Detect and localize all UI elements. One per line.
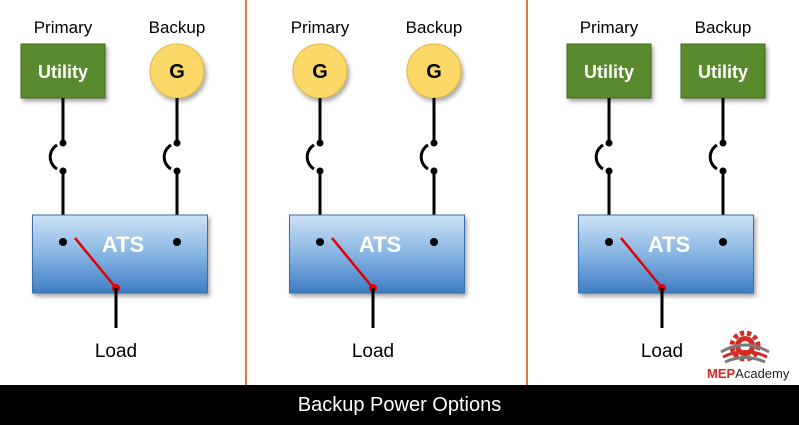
backup-breaker-arc: [708, 143, 718, 171]
backup-label: Backup: [149, 18, 206, 37]
primary-breaker-contact-top: [316, 139, 324, 147]
primary-label: Primary: [34, 18, 93, 37]
logo-academy-text: Academy: [735, 366, 790, 381]
ats-backup-contact: [719, 238, 727, 246]
primary-breaker-arc: [48, 143, 58, 171]
ats-primary-contact: [605, 238, 613, 246]
logo-mep-text: MEP: [707, 366, 736, 381]
gear-icon: [720, 330, 770, 364]
load-label: Load: [641, 341, 683, 362]
svg-text:MEPAcademy: MEPAcademy: [707, 366, 790, 381]
backup-breaker-arc: [419, 143, 429, 171]
ats-switch-arm: [331, 237, 374, 289]
ats-switch-arm: [620, 237, 663, 289]
primary-utility-label: Utility: [38, 62, 88, 82]
backup-breaker-arc: [162, 143, 172, 171]
backup-breaker-contact-top: [719, 139, 727, 147]
ats-backup-contact: [430, 238, 438, 246]
footer-title: Backup Power Options: [297, 393, 502, 416]
ats-label: ATS: [102, 232, 144, 257]
backup-utility-box: [680, 43, 766, 99]
primary-utility-box: [20, 43, 106, 99]
primary-breaker-contact-top: [59, 139, 67, 147]
ats-label: ATS: [648, 232, 690, 257]
load-label: Load: [95, 341, 137, 362]
footer-bar: Backup Power Options: [0, 385, 799, 425]
ats-label: ATS: [359, 232, 401, 257]
ats-switch-arm: [74, 237, 117, 289]
backup-utility-label: Utility: [698, 62, 748, 82]
ats-primary-contact: [59, 238, 67, 246]
primary-utility-label: Utility: [584, 62, 634, 82]
primary-utility-box: [566, 43, 652, 99]
backup-breaker-contact-top: [430, 139, 438, 147]
backup-label: Backup: [695, 18, 752, 37]
backup-generator-label: G: [169, 61, 185, 83]
ats-box: [578, 214, 754, 294]
primary-generator-label: G: [312, 61, 328, 83]
backup-label: Backup: [406, 18, 463, 37]
primary-breaker-arc: [305, 143, 315, 171]
primary-label: Primary: [580, 18, 639, 37]
ats-primary-contact: [316, 238, 324, 246]
backup-generator-label: G: [426, 61, 442, 83]
ats-box: [32, 214, 208, 294]
primary-breaker-arc: [594, 143, 604, 171]
load-label: Load: [352, 341, 394, 362]
primary-label: Primary: [291, 18, 350, 37]
backup-breaker-contact-top: [173, 139, 181, 147]
ats-box: [289, 214, 465, 294]
primary-breaker-contact-top: [605, 139, 613, 147]
ats-backup-contact: [173, 238, 181, 246]
mep-academy-logo: MEPAcademy: [707, 330, 790, 381]
